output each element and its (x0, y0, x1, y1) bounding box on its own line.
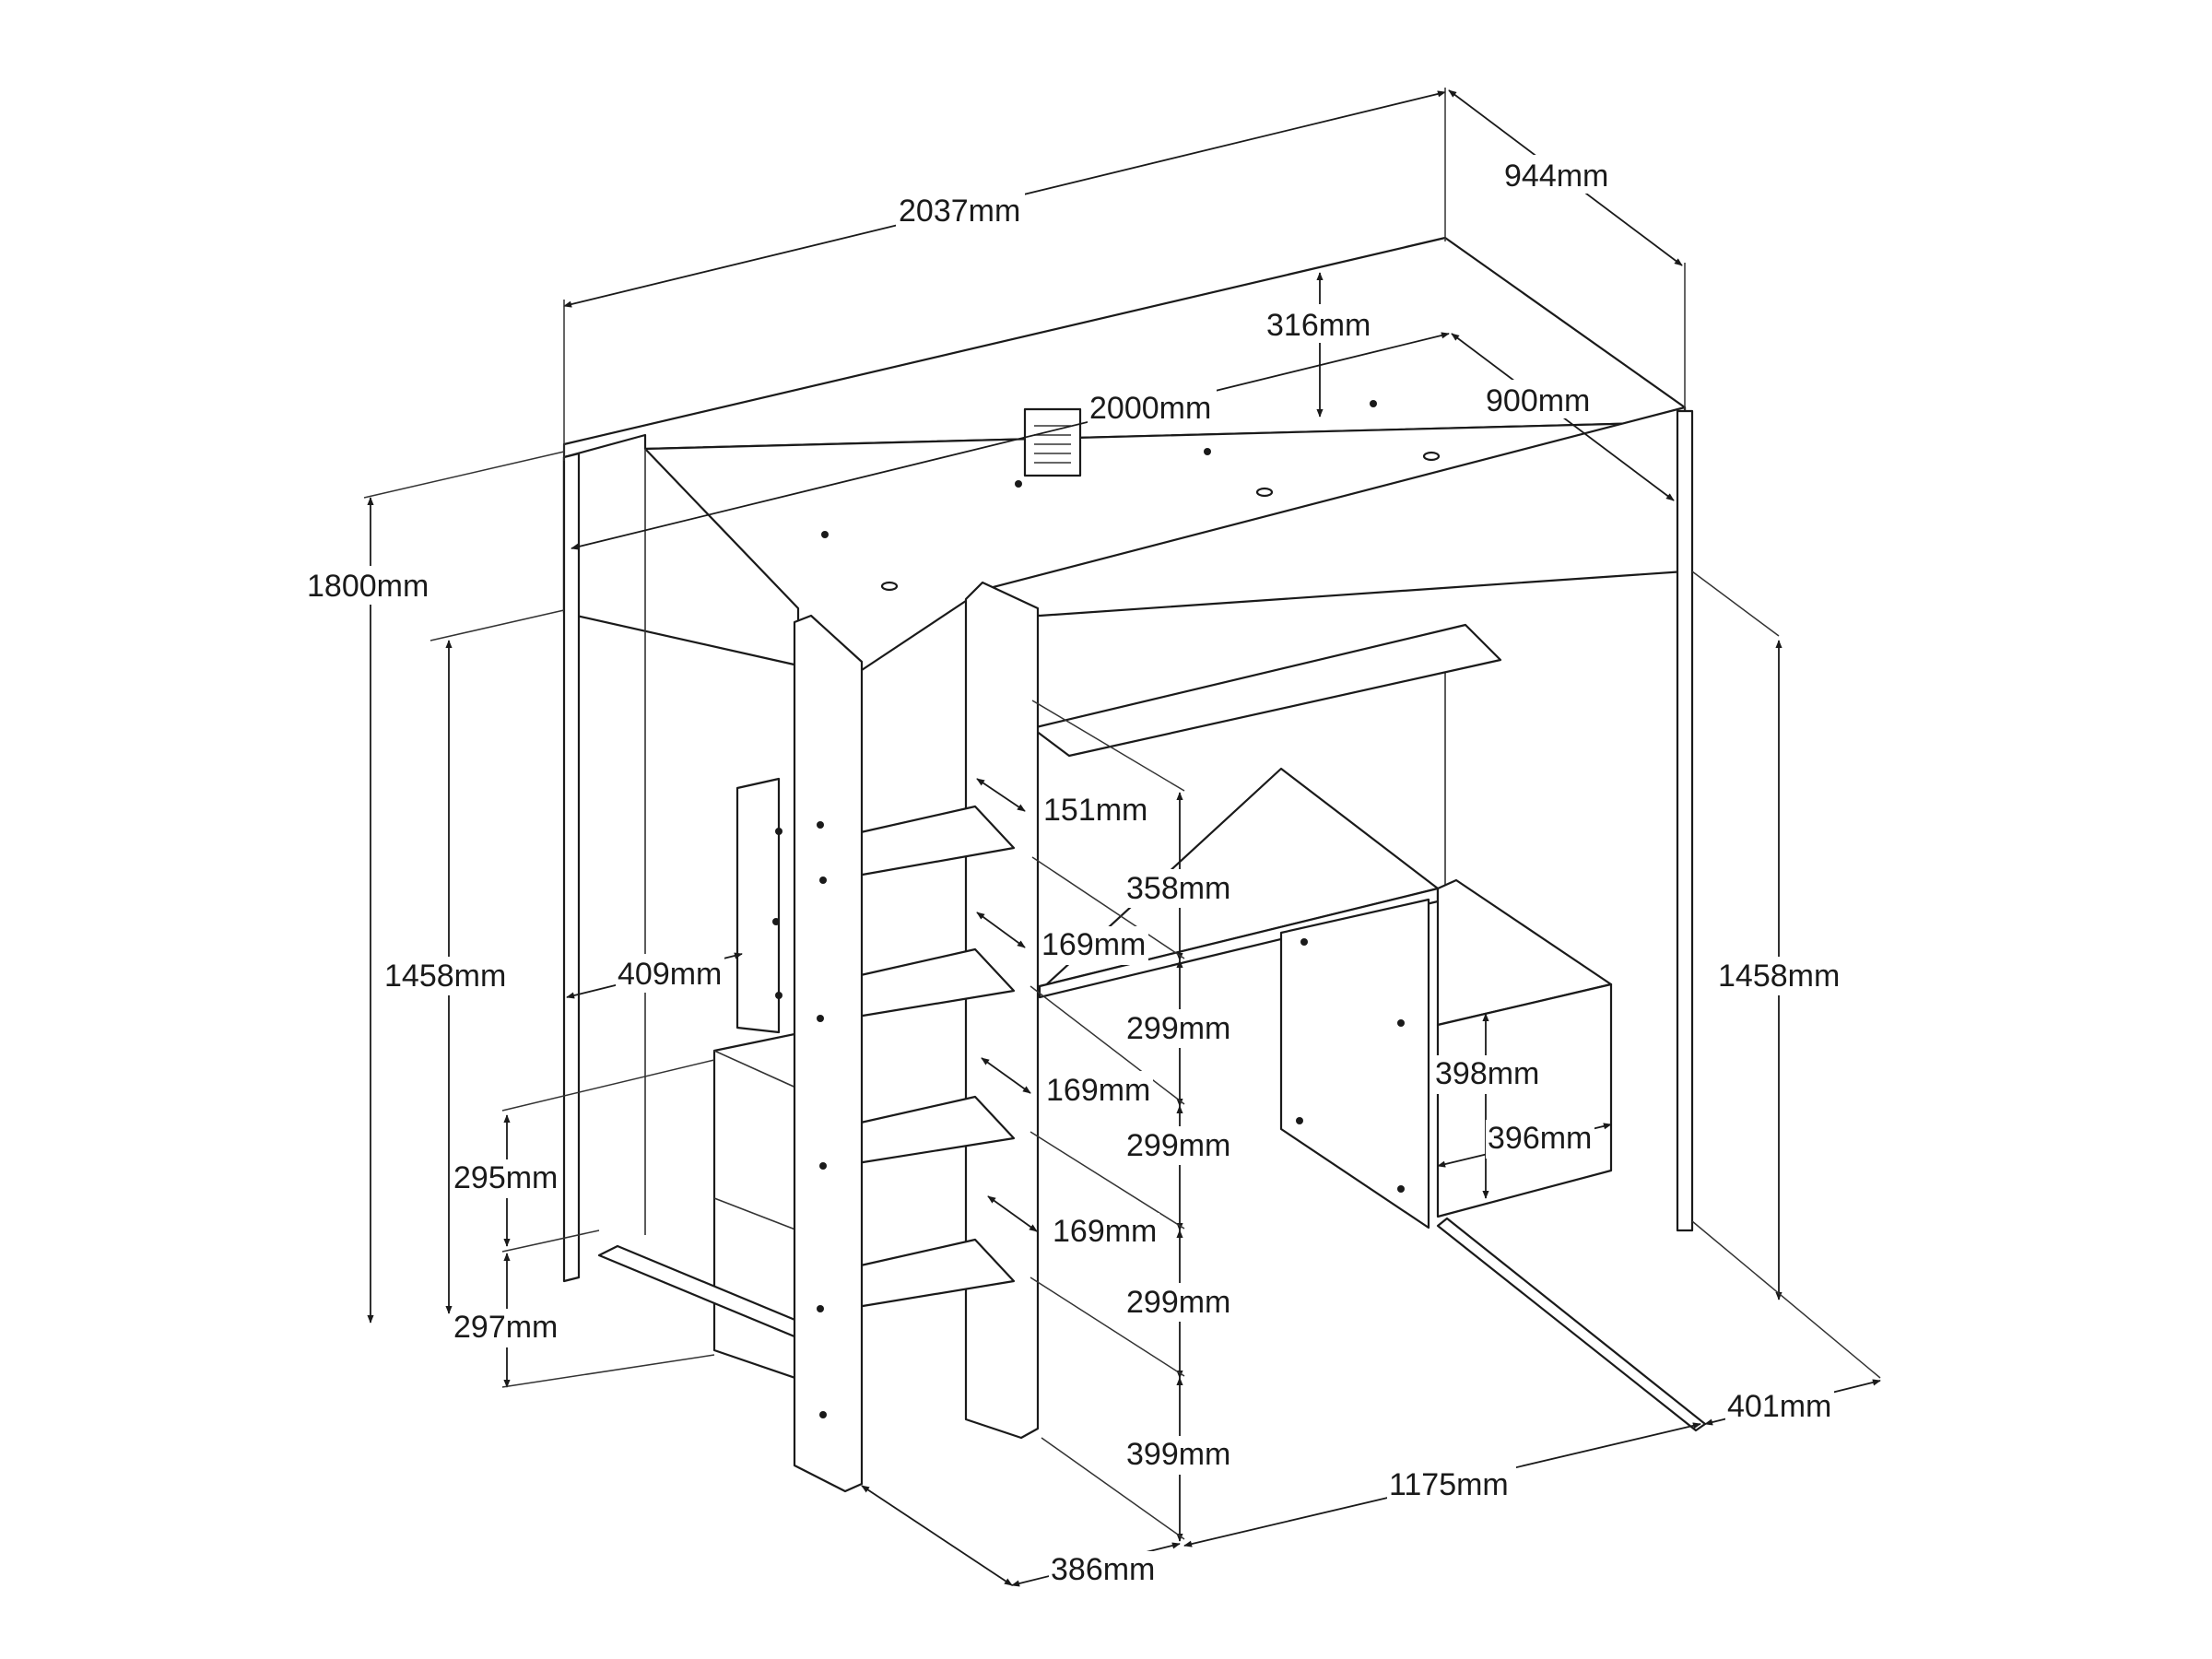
label-cabinet-height: 398mm (1435, 1056, 1539, 1091)
stair-front-stringer (793, 614, 864, 1493)
stair-hole (817, 1015, 824, 1022)
label-shelf-height-lower: 297mm (453, 1310, 558, 1345)
stair-hole (775, 828, 782, 835)
desk-floor-shadow (1436, 1217, 1707, 1432)
vent-grille (1023, 407, 1082, 477)
label-overall-length: 2037mm (899, 194, 1020, 229)
label-side-shelf-depth: 409mm (618, 957, 722, 992)
desk-knob (1397, 1185, 1405, 1193)
label-staircase-width: 386mm (1051, 1552, 1155, 1587)
label-underbed-height-right: 1458mm (1718, 959, 1840, 994)
label-step-depth-2: 169mm (1041, 927, 1146, 962)
desk-knob (1397, 1019, 1405, 1027)
dimension-labels: 2037mm 944mm 316mm 2000mm 900mm 1800mm 1… (304, 155, 1845, 1590)
side-shelf-unit-back (735, 777, 781, 1034)
label-step-depth-4: 169mm (1053, 1214, 1157, 1249)
stair-rear-stringer (964, 581, 1040, 1440)
label-underbed-height-left: 1458mm (384, 959, 506, 994)
dimension-lines (363, 88, 1881, 1587)
label-step-top-rise: 358mm (1126, 871, 1230, 906)
desk-leg (1279, 898, 1430, 1230)
label-step-rise-3: 299mm (1126, 1128, 1230, 1163)
label-mattress-length: 2000mm (1089, 391, 1211, 426)
desk-knob (1300, 938, 1308, 946)
stair-hole (775, 992, 782, 999)
desk-shelf-top (1030, 623, 1502, 758)
label-step-bottom-rise: 399mm (1126, 1437, 1230, 1472)
stair-hole (817, 1305, 824, 1312)
label-step-depth-3: 169mm (1046, 1073, 1150, 1108)
left-front-post (562, 452, 581, 1283)
label-overall-height: 1800mm (307, 569, 429, 604)
stair-hole (819, 1162, 827, 1170)
label-shelf-height-upper: 295mm (453, 1160, 558, 1195)
label-desk-length: 1175mm (1389, 1467, 1509, 1502)
label-step-depth-top: 151mm (1043, 793, 1147, 828)
label-overall-depth: 944mm (1504, 159, 1608, 194)
right-post (1676, 409, 1694, 1232)
label-desk-depth: 401mm (1727, 1389, 1831, 1424)
label-mattress-width: 900mm (1486, 383, 1590, 418)
stair-hole (772, 918, 780, 925)
stair-hole (819, 1411, 827, 1418)
stair-hole (817, 821, 824, 829)
staircase (597, 581, 1040, 1493)
drawer-cabinet-front (1436, 982, 1613, 1218)
label-cabinet-width: 396mm (1488, 1121, 1592, 1156)
label-guard-rail-height: 316mm (1266, 308, 1371, 343)
desk-knob (1296, 1117, 1303, 1124)
label-step-rise-2: 299mm (1126, 1011, 1230, 1046)
stair-hole (819, 877, 827, 884)
label-step-rise-4: 299mm (1126, 1285, 1230, 1320)
